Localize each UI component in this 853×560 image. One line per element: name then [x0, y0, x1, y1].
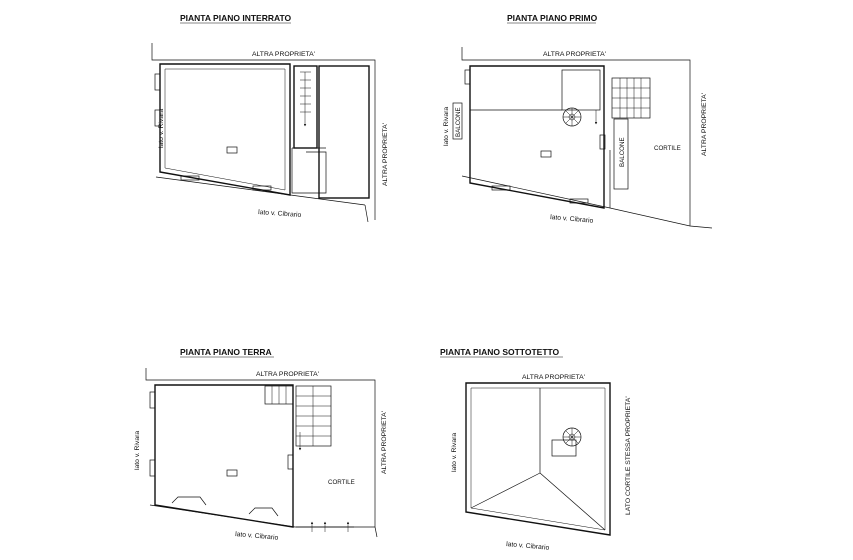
roof-ridges: [470, 388, 606, 531]
balcony-left: [452, 102, 463, 140]
plan-primo: PIANTA PIANO PRIMO ALTRA PROPRIETA' lato…: [443, 13, 713, 229]
label-left-street: lato v. Rivara: [134, 431, 141, 470]
main-room: [149, 384, 294, 528]
label-left-street: lato v. Rivara: [451, 433, 458, 472]
label-right-neighbor: ALTRA PROPRIETA': [382, 123, 389, 186]
stairwell: [293, 65, 318, 149]
label-left-street: lato v. Rivara: [443, 107, 450, 146]
label-courtyard: CORTILE: [654, 145, 681, 152]
label-bottom-street: lato v. Cibrario: [506, 541, 550, 552]
label-bottom-street: lato v. Cibrario: [550, 214, 594, 225]
label-bottom-street: lato v. Cibrario: [258, 209, 302, 219]
label-right-neighbor: ALTRA PROPRIETA': [701, 93, 708, 156]
attic-walls: [465, 382, 611, 536]
label-right-neighbor: ALTRA PROPRIETA': [381, 411, 388, 474]
plan-sottotetto: PIANTA PIANO SOTTOTETTO ALTRA PROPRIETA'…: [440, 347, 632, 552]
balcony-right: [613, 118, 629, 190]
label-top-neighbor: ALTRA PROPRIETA': [543, 51, 606, 58]
property-boundary: [461, 47, 691, 226]
label-bottom-street: lato v. Cibrario: [235, 531, 279, 542]
main-room: [154, 63, 291, 196]
side-room: [291, 65, 370, 199]
room-tag: [540, 150, 552, 158]
label-top-neighbor: ALTRA PROPRIETA': [252, 51, 315, 58]
plan-title: PIANTA PIANO INTERRATO: [180, 13, 292, 23]
external-stair: [611, 77, 651, 119]
property-boundary: [151, 43, 376, 220]
property-boundary: [145, 368, 376, 527]
spiral-stair: [551, 427, 582, 457]
plan-title: PIANTA PIANO TERRA: [180, 347, 272, 357]
courtyard-gates: [296, 521, 354, 532]
label-right-courtyard: LATO CORTILE STESSA PROPRIETA': [625, 396, 632, 515]
plan-title: PIANTA PIANO PRIMO: [507, 13, 598, 23]
plan-title: PIANTA PIANO SOTTOTETTO: [440, 347, 560, 357]
label-courtyard: CORTILE: [328, 479, 355, 486]
label-balcony-right: BALCONE: [619, 137, 626, 167]
room-tag: [226, 469, 238, 477]
label-left-street: lato v. Rivara: [158, 109, 165, 148]
stairwell: [264, 385, 332, 451]
main-room: [464, 65, 606, 209]
label-top-neighbor: ALTRA PROPRIETA': [256, 371, 319, 378]
label-balcony-left: BALCONE: [455, 107, 462, 137]
room-tag: [226, 146, 238, 154]
plan-interrato: PIANTA PIANO INTERRATO ALTRA PROPRIETA' …: [151, 13, 389, 223]
plan-terra: PIANTA PIANO TERRA ALTRA PROPRIETA' lato…: [134, 347, 388, 542]
label-top-neighbor: ALTRA PROPRIETA': [522, 374, 585, 381]
